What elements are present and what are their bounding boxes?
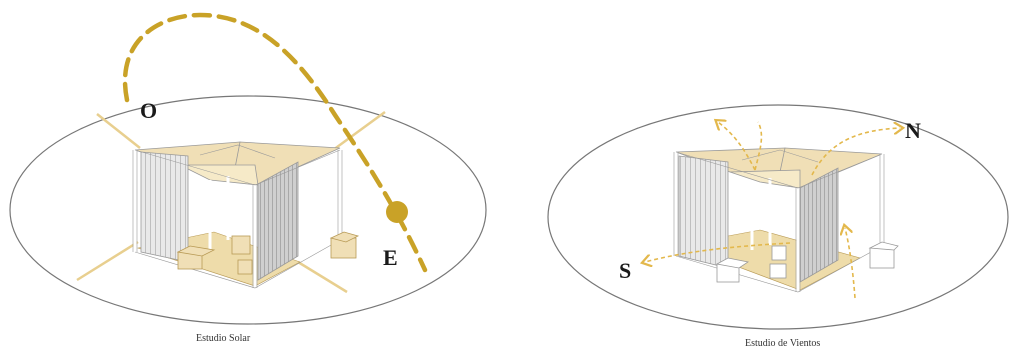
solar-caption: Estudio Solar bbox=[196, 333, 251, 344]
west-wall bbox=[140, 151, 189, 263]
frame-posts bbox=[133, 150, 342, 288]
roof-center bbox=[179, 164, 259, 186]
wind-study-panel: N S Estudio de Vientos bbox=[547, 104, 1009, 349]
frame-posts bbox=[674, 152, 884, 292]
solar-study-panel: O E Estudio Solar bbox=[9, 12, 487, 344]
solar-pavilion bbox=[132, 141, 360, 289]
sun-icon bbox=[386, 201, 408, 223]
east-label: E bbox=[383, 245, 398, 270]
wind-site-ellipse bbox=[547, 104, 1009, 330]
wind-caption: Estudio de Vientos bbox=[745, 338, 820, 349]
solar-ground-lines bbox=[76, 110, 386, 294]
solar-site-ellipse bbox=[9, 95, 487, 325]
wind-pavilion bbox=[673, 147, 899, 293]
sun-path-arc bbox=[122, 12, 428, 273]
south-label: S bbox=[619, 258, 631, 283]
wind-arrow-icon bbox=[645, 122, 900, 299]
west-label: O bbox=[140, 98, 157, 123]
north-label: N bbox=[905, 118, 921, 143]
solar-furniture bbox=[176, 231, 360, 275]
wind-furniture bbox=[715, 241, 899, 283]
east-wall bbox=[257, 161, 299, 281]
